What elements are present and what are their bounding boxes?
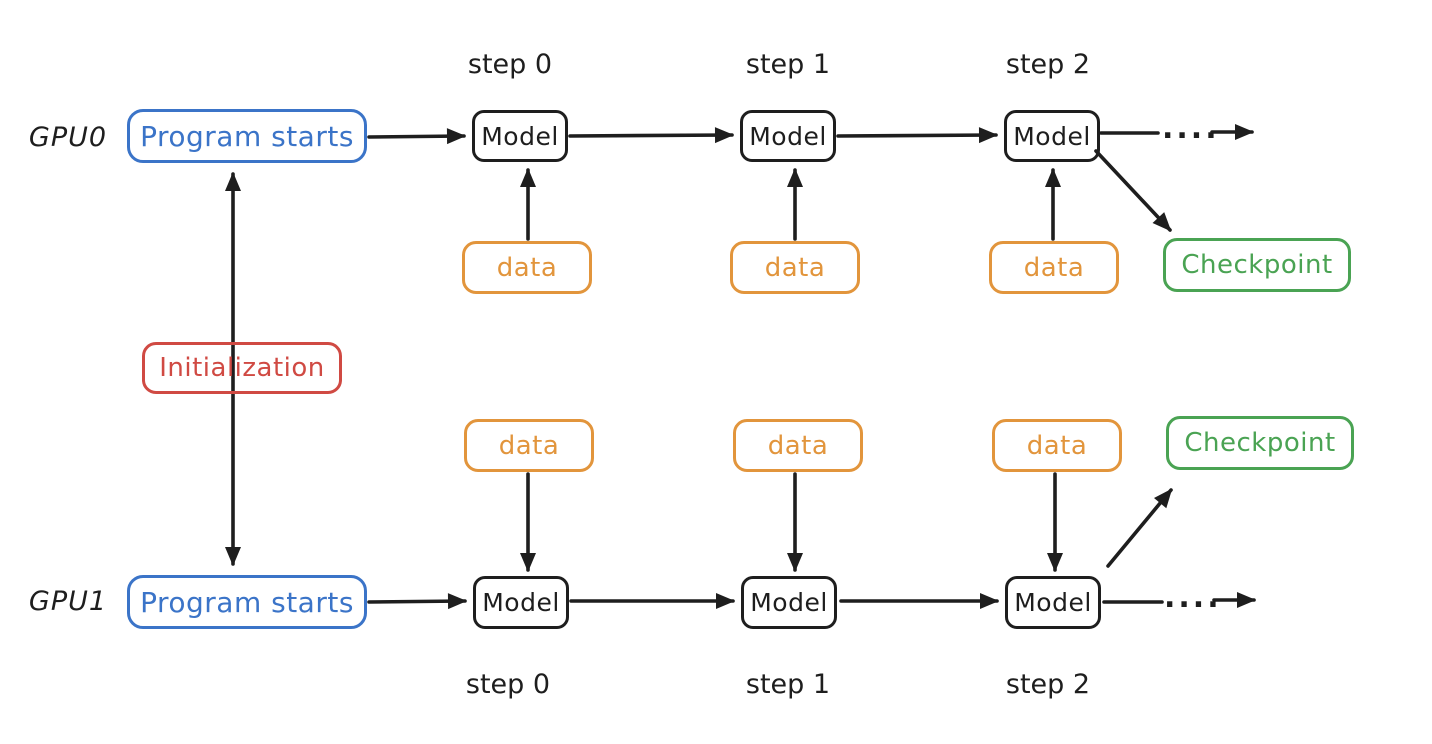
model-box-gpu0-step1: Model (740, 110, 836, 162)
step-label-gpu1-0: step 0 (465, 668, 551, 700)
data-box-gpu1-step1: data (733, 419, 863, 472)
dots-gpu1: .... (1164, 580, 1222, 615)
checkpoint-box-gpu1: Checkpoint (1166, 416, 1354, 470)
checkpoint-box-gpu0: Checkpoint (1163, 238, 1351, 292)
model-box-gpu1-step0: Model (473, 576, 569, 629)
data-box-gpu0-step1: data (730, 241, 860, 294)
program-starts-box-gpu1: Program starts (127, 575, 367, 629)
model-box-gpu1-step2: Model (1005, 576, 1101, 629)
gpu0-row-label: GPU0 (28, 121, 108, 153)
model-box-gpu0-step0: Model (472, 110, 568, 162)
model-box-gpu1-step1: Model (741, 576, 837, 629)
step-label-gpu0-1: step 1 (745, 48, 831, 80)
program-starts-box-gpu0: Program starts (127, 109, 367, 163)
dots-gpu0: .... (1162, 111, 1220, 146)
data-box-gpu1-step0: data (464, 419, 594, 472)
initialization-box: Initialization (142, 342, 342, 394)
data-box-gpu0-step0: data (462, 241, 592, 294)
arrow-programstarts-to-model0-gpu1 (367, 593, 467, 610)
arrow-model1-to-model2-gpu0 (836, 127, 998, 144)
data-box-gpu0-step2: data (989, 241, 1119, 294)
model-box-gpu0-step2: Model (1004, 110, 1100, 162)
step-label-gpu0-2: step 2 (1005, 48, 1091, 80)
step-label-gpu1-2: step 2 (1005, 668, 1091, 700)
arrow-model0-to-model1-gpu0 (568, 127, 734, 144)
step-label-gpu0-0: step 0 (467, 48, 553, 80)
gpu1-row-label: GPU1 (28, 585, 108, 617)
arrow-model2-to-checkpoint-gpu0 (1094, 149, 1172, 232)
arrow-model2-to-checkpoint-gpu1 (1106, 488, 1173, 568)
step-label-gpu1-1: step 1 (745, 668, 831, 700)
arrow-programstarts-to-model0-gpu0 (367, 128, 466, 145)
data-box-gpu1-step2: data (992, 419, 1122, 472)
